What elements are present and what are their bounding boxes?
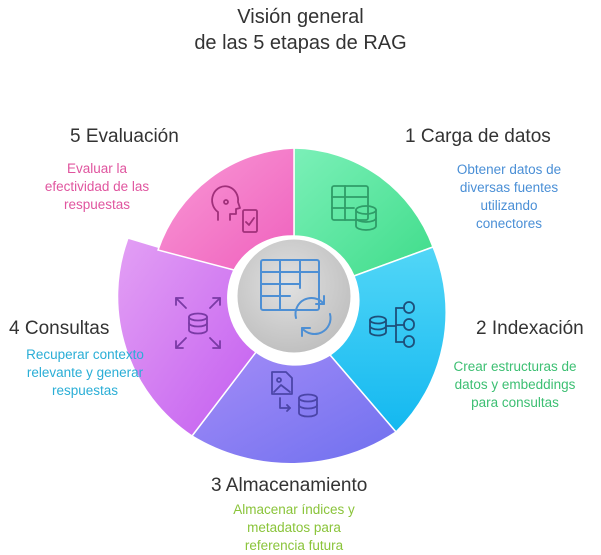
diagram-title-line1: Visión general [237,6,364,28]
segment-almacenamiento [190,350,398,465]
center-hub [234,236,354,356]
table-sync-icon [260,259,332,337]
database-expand-icon [175,297,221,349]
stage-2-title: 2 Indexación [476,318,584,339]
diagram-title: Visión general de las 5 etapas de RAG [0,4,601,56]
stage-1-desc: Obtener datos de diversas fuentes utiliz… [456,162,562,231]
stage-3-desc: Almacenar índices y metadatos para refer… [233,502,355,553]
stage-3-title: 3 Almacenamiento [211,475,368,496]
stage-1-title: 1 Carga de datos [405,126,551,147]
segment-carga-de-datos [293,147,434,277]
stage-4-desc: Recuperar contexto relevante y generar r… [26,347,144,398]
diagram-title-line2: de las 5 etapas de RAG [194,32,407,54]
segment-evaluacion [157,147,295,271]
segment-indexacion [328,246,447,434]
stage-5-title: 5 Evaluación [70,126,179,147]
stage-4-title: 4 Consultas [9,318,110,339]
segment-consultas [116,237,258,438]
image-database-icon [271,371,318,418]
stage-5-desc: Evaluar la efectividad de las respuestas [44,161,150,212]
stage-2-desc: Crear estructuras de datos y embeddings … [453,359,577,410]
database-table-icon [331,185,377,231]
person-checklist-icon [211,185,258,233]
database-tree-icon [369,301,415,348]
